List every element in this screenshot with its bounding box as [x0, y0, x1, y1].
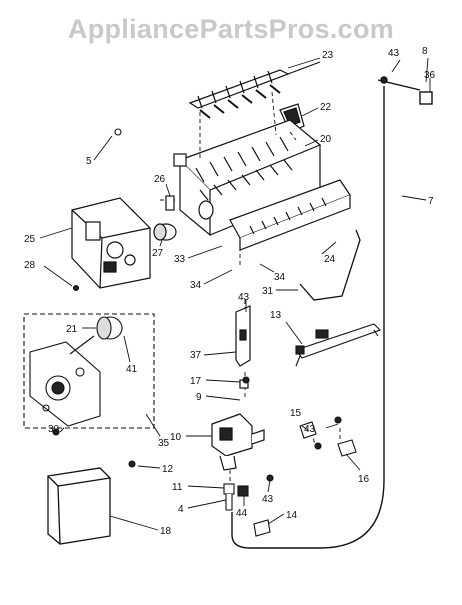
callout-22: 22 [320, 102, 332, 113]
callout-36: 36 [424, 70, 436, 81]
callout-4: 4 [178, 504, 184, 515]
callout-34-left: 34 [190, 280, 202, 291]
callout-17: 17 [190, 376, 202, 387]
callout-18: 18 [160, 526, 172, 537]
mold-heater [229, 179, 351, 251]
module-cover [47, 467, 111, 545]
callout-20: 20 [320, 134, 332, 145]
callout-23: 23 [322, 50, 334, 61]
ejector-shaft [188, 61, 321, 119]
callout-5: 5 [86, 156, 92, 167]
callout-9: 9 [196, 392, 202, 403]
coupler [165, 195, 175, 211]
callout-7: 7 [428, 196, 434, 207]
wiring-harness [295, 323, 382, 367]
shutoff-arm [299, 229, 361, 301]
callout-37: 37 [190, 350, 202, 361]
callout-14: 14 [286, 510, 298, 521]
callout-28: 28 [24, 260, 36, 271]
callout-30: 30 [48, 424, 60, 435]
tube-clamps [253, 421, 357, 537]
fill-tube [231, 76, 433, 549]
callout-13: 13 [270, 310, 282, 321]
water-valve [211, 413, 265, 471]
leader-lines [39, 57, 431, 531]
callout-43-valve: 43 [262, 494, 274, 505]
callout-10: 10 [170, 432, 182, 443]
callout-34-right: 34 [274, 272, 286, 283]
callout-27: 27 [152, 248, 164, 259]
callout-labels: 23 43 8 36 22 20 5 26 7 25 27 28 33 34 3… [24, 46, 436, 537]
drive-motor [153, 223, 177, 241]
callout-8: 8 [422, 46, 428, 57]
callout-44: 44 [236, 508, 248, 519]
callout-26: 26 [154, 174, 166, 185]
callout-41: 41 [126, 364, 138, 375]
callout-43-clamp: 43 [304, 424, 316, 435]
module-housing [71, 197, 151, 289]
callout-11: 11 [172, 482, 183, 493]
callout-43-bracket: 43 [238, 292, 250, 303]
callout-12: 12 [162, 464, 174, 475]
callout-35: 35 [158, 438, 170, 449]
callout-25: 25 [24, 234, 36, 245]
callout-21: 21 [66, 324, 78, 335]
callout-33: 33 [174, 254, 186, 265]
callout-24: 24 [324, 254, 336, 265]
fittings [52, 128, 342, 511]
callout-16: 16 [358, 474, 370, 485]
callout-43: 43 [388, 48, 400, 59]
callout-15: 15 [290, 408, 302, 419]
control-module-group [23, 313, 155, 429]
callout-31: 31 [262, 286, 274, 297]
mounting-bracket [235, 305, 251, 389]
